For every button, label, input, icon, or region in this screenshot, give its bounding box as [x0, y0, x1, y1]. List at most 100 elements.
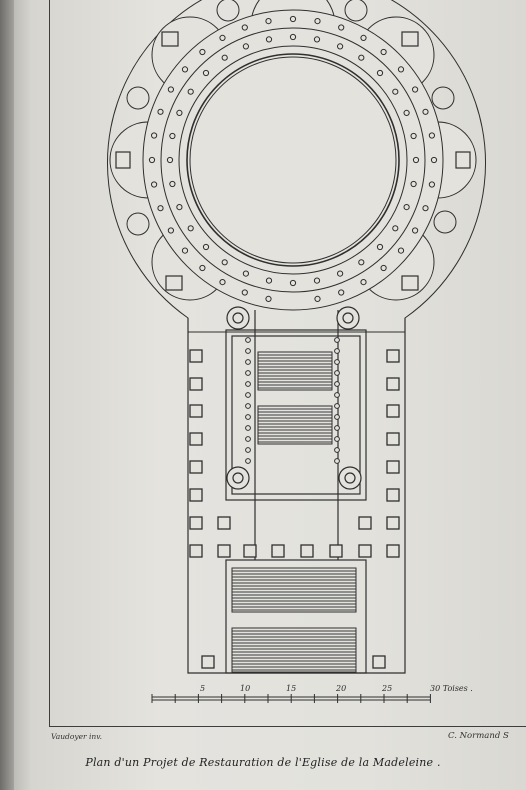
nave-column: [334, 436, 340, 442]
hatched-stair-block: [231, 567, 357, 613]
nave-pier: [189, 404, 203, 418]
nave-pier: [189, 377, 203, 391]
rotunda-column: [242, 270, 249, 277]
nave-pier: [386, 544, 400, 558]
rotunda-column: [169, 180, 176, 188]
nave-column: [334, 370, 340, 376]
nave-column: [245, 436, 251, 442]
rotunda-column: [265, 295, 272, 302]
niche-circle: [433, 210, 457, 234]
rotunda-column: [376, 69, 384, 77]
scale-tick-label: 25: [382, 684, 393, 693]
rotunda-column: [219, 34, 226, 42]
nave-pier: [386, 488, 400, 502]
ambulatory-ring-inner: [178, 45, 408, 275]
nave-pier: [386, 432, 400, 446]
rotunda-column: [187, 225, 194, 232]
rotunda-column: [392, 225, 399, 232]
rotunda-column: [289, 15, 297, 23]
nave-pier: [189, 349, 203, 363]
rotunda-column: [313, 277, 321, 284]
rotunda-column: [151, 181, 158, 188]
plate-border-bottom: [49, 726, 526, 727]
nave-pier: [372, 655, 386, 669]
nave-pier: [189, 544, 203, 558]
rotunda-column: [151, 132, 158, 139]
rotunda-column: [422, 205, 429, 212]
rotunda-column: [169, 132, 176, 140]
rotunda-column: [403, 204, 410, 211]
nave-pier: [271, 544, 285, 558]
scale-tick-label: 30 Toises .: [430, 684, 473, 693]
rotunda-column: [166, 156, 174, 164]
nave-column: [334, 458, 340, 464]
ambulatory-ring-mid: [160, 27, 426, 293]
rotunda-column: [167, 86, 174, 93]
rotunda-column: [397, 247, 405, 254]
altar: [161, 31, 179, 47]
nave-pier: [189, 432, 203, 446]
rotunda-column: [167, 227, 174, 234]
nave-pier: [217, 544, 231, 558]
nave-column: [245, 337, 251, 343]
rotunda-column: [412, 156, 420, 164]
rotunda-column: [202, 69, 210, 77]
altar: [455, 151, 471, 169]
altar: [401, 31, 419, 47]
nave-pier: [386, 460, 400, 474]
rotunda-column: [265, 18, 272, 25]
nave-pier: [358, 544, 372, 558]
rotunda-column: [157, 108, 164, 115]
rotunda-column: [358, 259, 365, 266]
hatched-stair-block: [231, 627, 357, 673]
nave-column: [245, 425, 251, 431]
portico-enclosure: [225, 559, 367, 674]
rotunda-column: [221, 54, 228, 61]
rotunda-column: [265, 36, 273, 43]
rotunda-column: [199, 264, 206, 272]
nave-column: [334, 359, 340, 365]
rotunda-column: [410, 132, 417, 140]
nave-column: [334, 425, 340, 431]
plate-border-left: [49, 0, 50, 727]
nave-inner-court: [225, 329, 367, 501]
rotunda-outer-wall: [107, 0, 486, 333]
rotunda-column: [337, 270, 344, 277]
rotunda-column: [430, 156, 438, 164]
plate-caption: Plan d'un Projet de Restauration de l'Eg…: [85, 756, 441, 769]
rotunda-column: [242, 43, 249, 50]
nave-column: [245, 447, 251, 453]
rotunda-column: [181, 66, 189, 73]
nave-column: [334, 414, 340, 420]
nave-column: [245, 458, 251, 464]
nave-pier: [189, 516, 203, 530]
scale-tick-label: 20: [336, 684, 347, 693]
nave-column: [245, 359, 251, 365]
nave-column: [334, 381, 340, 387]
nave-pier: [386, 516, 400, 530]
rotunda-core: [186, 53, 400, 267]
nave-column: [334, 403, 340, 409]
rotunda-column: [358, 54, 365, 61]
rotunda-column: [380, 264, 387, 272]
scale-tick-label: 15: [286, 684, 297, 693]
niche-circle: [126, 86, 150, 110]
nave-column: [334, 392, 340, 398]
rotunda-column: [221, 259, 228, 266]
rotunda-column: [392, 88, 399, 95]
scale-tick-label: 5: [200, 684, 206, 693]
nave-column: [245, 348, 251, 354]
nave-column: [334, 447, 340, 453]
nave-pier: [189, 488, 203, 502]
rotunda-column: [157, 205, 164, 212]
rotunda-column: [187, 88, 194, 95]
nave-pier: [217, 516, 231, 530]
rotunda-column: [428, 181, 435, 188]
rotunda-column: [360, 279, 367, 286]
nave-pier: [189, 460, 203, 474]
hatched-floor-block: [257, 405, 333, 445]
rotunda-column: [313, 36, 321, 43]
rotunda-column: [360, 34, 367, 42]
nave-pier: [386, 377, 400, 391]
